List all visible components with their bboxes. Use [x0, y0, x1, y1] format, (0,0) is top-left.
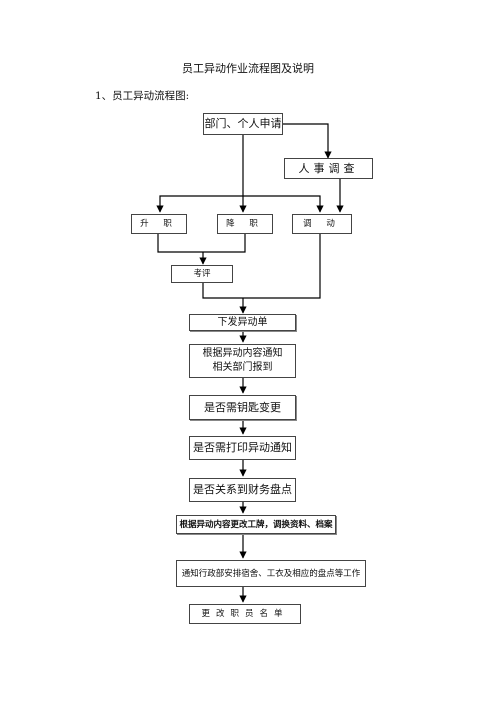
promote-box: 升 职 — [131, 214, 187, 234]
issue-order-box: 下发异动单 — [189, 314, 296, 331]
notify-dept-box: 根据异动内容通知相关部门报到 — [189, 344, 296, 378]
apply-box: 部门、个人申请 — [203, 113, 283, 135]
update-roster-box: 更改职员名单 — [189, 604, 301, 624]
notify-admin-box: 通知行政部安排宿舍、工衣及相应的盘点等工作 — [176, 560, 366, 587]
finance-check-box: 是否关系到财务盘点 — [189, 478, 296, 502]
review-box: 考评 — [171, 265, 233, 283]
print-notice-box: 是否需打印异动通知 — [189, 436, 296, 460]
section-heading: 1、员工异动流程图: — [95, 90, 190, 102]
document-title: 员工异动作业流程图及说明 — [182, 62, 314, 75]
demote-box: 降 职 — [217, 214, 273, 234]
update-records-box: 根据异动内容更改工牌，调换资料、档案 — [176, 515, 336, 534]
transfer-box: 调 动 — [292, 214, 352, 234]
investigate-box: 人事调查 — [284, 158, 373, 179]
key-change-box: 是否需钥匙变更 — [189, 395, 296, 420]
